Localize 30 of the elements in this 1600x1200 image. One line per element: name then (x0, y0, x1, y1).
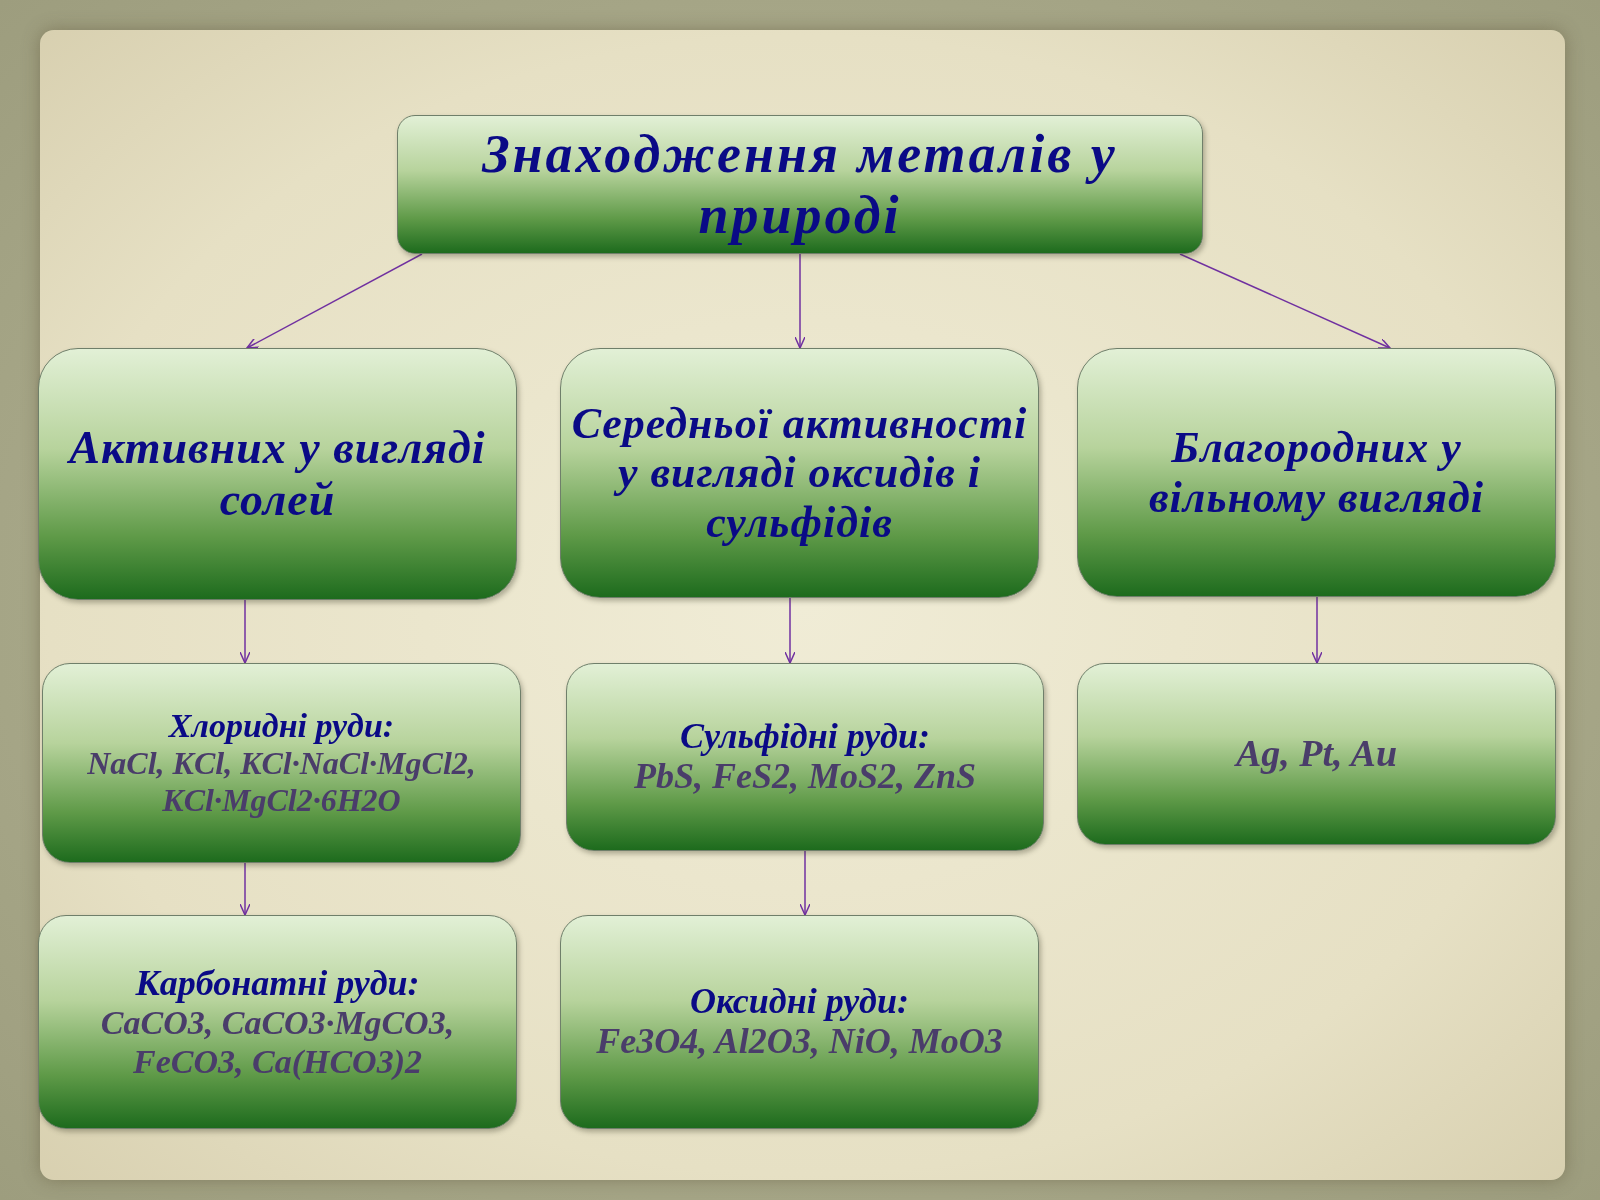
rounded-box (560, 348, 1039, 598)
heading-text: Середньої активності у вигляді оксидів і сульфідів (571, 399, 1028, 547)
rounded-box (560, 915, 1039, 1129)
rounded-box (1077, 348, 1556, 597)
heading-text: Активних у вигляді солей (66, 422, 487, 526)
formula-text: NaCl, KCl, KCl·NaCl·MgCl2, KCl·MgCl2·6H2O (86, 745, 477, 819)
heading-text: Сульфідні руди: (680, 716, 930, 757)
heading-text: Хлоридні руди: (168, 707, 395, 746)
formula-text: Fe3O4, Al2O3, NiO, MoO3 (596, 1021, 1003, 1063)
formula-text: Ag, Pt, Au (1235, 732, 1398, 776)
rounded-box (397, 115, 1203, 254)
rounded-box (566, 663, 1044, 851)
arrow (246, 253, 423, 349)
formula-text: PbS, FeS2, MoS2, ZnS (633, 756, 977, 798)
heading-text: Карбонатні руди: (135, 962, 420, 1004)
rounded-box (1077, 663, 1556, 845)
arrow (1311, 596, 1323, 664)
formula-text: CaCO3, CaCO3·MgCO3, FeCO3, Ca(HCO3)2 (99, 1003, 456, 1082)
rounded-box (42, 663, 521, 863)
arrow (239, 599, 251, 664)
arrow (799, 850, 811, 916)
rounded-box (38, 915, 517, 1129)
heading-text: Знаходження металів у природі (480, 124, 1119, 245)
heading-text: Благородних у вільному вигляді (1147, 423, 1486, 522)
arrow (784, 597, 796, 664)
rounded-box (38, 348, 517, 600)
arrow (794, 253, 806, 349)
arrow (1179, 253, 1391, 349)
arrow (239, 862, 251, 916)
heading-text: Оксидні руди: (690, 981, 909, 1022)
